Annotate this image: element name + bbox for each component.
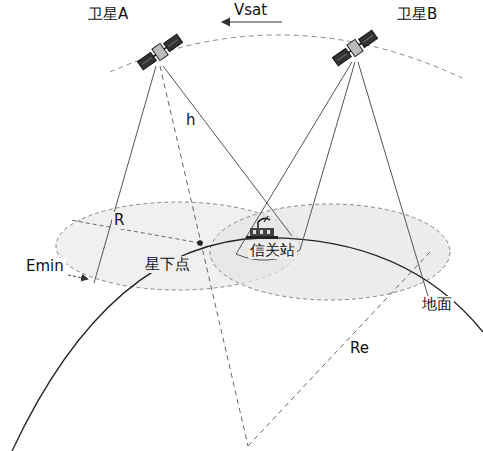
velocity-arrow [222,21,282,22]
orbit-arc [110,35,462,78]
elevation-label: Emin [24,258,66,275]
subsatellite-dot [197,240,203,246]
altitude-label: h [184,112,198,129]
earth-surface [12,238,483,451]
satellite-label: 卫星A [86,6,130,23]
coverage-radius-label: R [112,212,126,229]
beam-line [236,62,352,254]
coverage-radius-line [70,220,200,243]
earth-radius-line [248,252,430,446]
velocity-label: Vsat [232,2,269,19]
satellite-a-icon [136,33,183,72]
gateway-label: 信关站 [248,242,297,259]
beam-line [300,62,355,250]
gateway-station-icon [246,216,278,239]
beam-line [358,62,428,296]
ground-label: 地面 [420,296,454,313]
satellite-label: 卫星B [395,6,439,23]
beam-line [163,66,292,236]
emin-leader [68,275,88,279]
coverage-area-b [210,204,450,300]
satellite-b-icon [331,29,378,68]
beam-line [94,66,156,283]
subsatellite-label: 星下点 [143,256,192,273]
earth-radius-label: Re [348,340,371,357]
